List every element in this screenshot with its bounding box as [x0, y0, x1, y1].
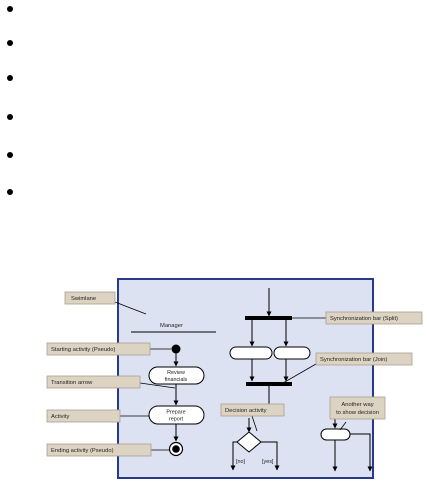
parallel-activity-left	[229, 346, 273, 360]
leader-line	[282, 363, 317, 384]
bullet-dot	[7, 152, 13, 158]
bullet-dot	[7, 189, 13, 195]
activity-review-line1: Review	[167, 370, 185, 376]
callout-decision-box	[220, 403, 285, 417]
parallel-activity-right	[273, 346, 311, 360]
bullet-dot	[7, 40, 13, 46]
activity-prepare-line1: Prepare	[166, 410, 185, 416]
callout-starting-box	[46, 342, 151, 356]
callout-another-way-line2: to show decision	[336, 410, 379, 416]
guard-no: [no]	[236, 459, 245, 465]
leader-line	[114, 301, 147, 315]
callout-swimlane: Swimlane	[71, 296, 96, 302]
bullet-dot	[7, 75, 13, 81]
callout-sync-split-box	[325, 311, 423, 325]
leader-line	[251, 415, 258, 432]
callout-sync-join-box	[315, 352, 413, 366]
callout-starting-activity: Starting activity (Pseudo)	[51, 347, 116, 353]
callout-sync-split: Synchronization bar (Split)	[330, 316, 398, 322]
swimlane-title: Manager	[160, 323, 183, 329]
callout-ending-activity: Ending activity (Pseudo)	[51, 448, 114, 454]
alt-decision-activity	[320, 428, 351, 441]
decision-branch-yes	[261, 441, 280, 471]
callout-activity: Activity	[51, 414, 69, 420]
activity-diagram: Manager Review financials Prepare report…	[40, 270, 427, 482]
callout-decision-activity: Decision activity	[225, 408, 267, 414]
bullet-dot	[7, 6, 13, 12]
callout-another-way-line1: Another way	[341, 402, 373, 408]
callout-transition-arrow: Transition arrow	[51, 380, 93, 386]
sync-bar-split	[245, 316, 292, 320]
sync-bar-join	[246, 382, 292, 386]
decision-diamond	[236, 431, 262, 453]
leader-line	[139, 382, 176, 389]
callout-sync-join: Synchronization bar (Join)	[320, 357, 387, 363]
end-node-inner	[172, 445, 180, 453]
activity-prepare-line2: report	[169, 417, 184, 423]
guard-yes: [yes]	[262, 459, 274, 465]
callout-ending-box	[46, 443, 152, 457]
activity-review-line2: financials	[165, 377, 188, 383]
bullet-list	[0, 0, 427, 240]
start-node	[171, 344, 181, 354]
bullet-dot	[7, 114, 13, 120]
callout-another-way-box	[329, 396, 386, 420]
decision-branch-no	[230, 441, 237, 471]
callout-activity-box	[46, 409, 121, 423]
leader-line	[339, 421, 347, 431]
callout-swimlane-box	[64, 291, 116, 305]
alt-decision-branch-right	[350, 433, 373, 472]
callout-transition-box	[46, 375, 141, 389]
